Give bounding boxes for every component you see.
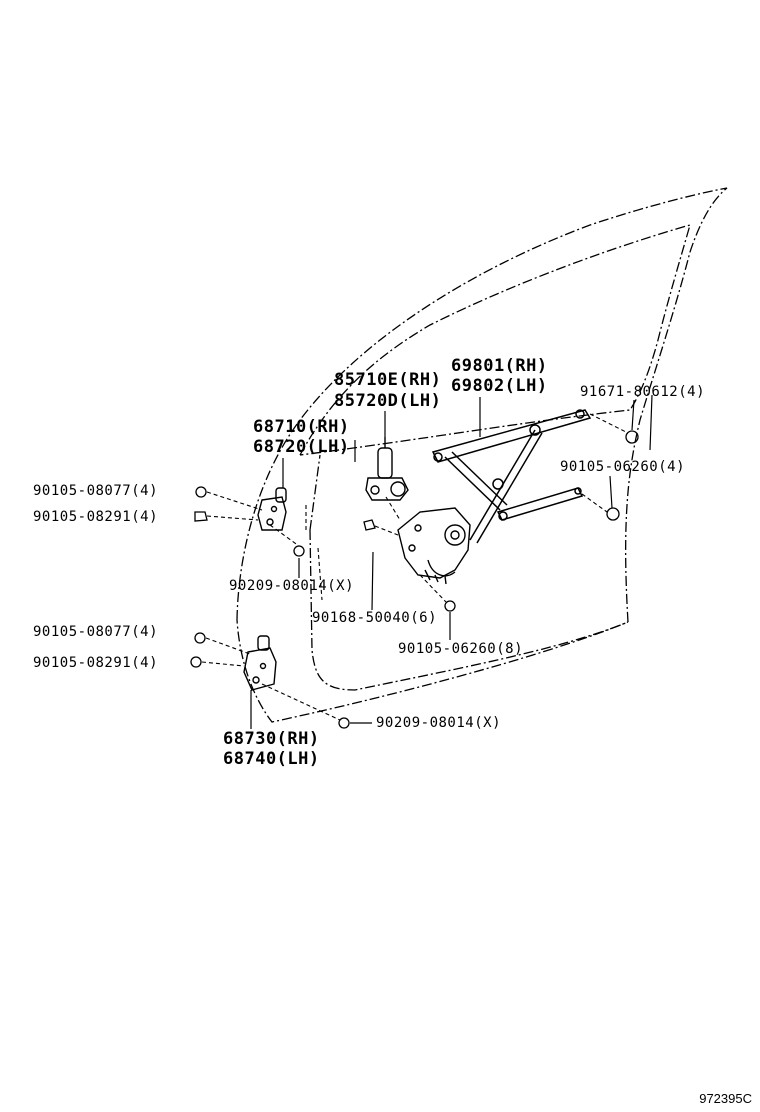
window-outline [299,224,691,456]
bolt-90105-08077-upper-label: 90105-08077(4) [33,483,159,499]
bolt-90105-06260-8-label: 90105-06260(8) [398,641,524,657]
lower-hinge [243,635,277,691]
washer-90209-lower-label: 90209-08014(X) [376,715,502,731]
panel-edge [309,454,321,531]
inner-panel-outline [309,529,629,691]
washer-90209-upper-label: 90209-08014(X) [229,578,355,594]
reference-code: 972395C [699,1091,752,1106]
leader-lines [250,394,653,729]
regulator-rh-label: 69801(RH) [451,356,548,376]
bolt-90105-08291-lower-label: 90105-08291(4) [33,655,159,671]
motor-lh-label: 85720D(LH) [334,391,442,411]
upper-hinge-rh-label: 68710(RH) [253,417,350,437]
bolt-90105-06260-4-label: 90105-06260(4) [560,459,686,475]
lower-hinge-rh-label: 68730(RH) [223,729,320,749]
regulator-gear-plate [397,507,471,585]
window-motor [365,437,409,501]
motor-rh-label: 85710E(RH) [334,370,442,390]
screw-90168-label: 90168-50040(6) [312,610,438,626]
upper-hinge [257,487,287,531]
fasteners [190,430,639,729]
bolt-90105-08077-lower-label: 90105-08077(4) [33,624,159,640]
lower-hinge-lh-label: 68740(LH) [223,749,320,769]
clip-91671-label: 91671-80612(4) [580,384,706,400]
window-regulator [431,409,592,544]
door-outline [236,187,728,723]
regulator-lh-label: 69802(LH) [451,376,548,396]
dashed-leaders [201,413,629,721]
bolt-90105-08291-upper-label: 90105-08291(4) [33,509,159,525]
upper-hinge-lh-label: 68720(LH) [253,437,350,457]
